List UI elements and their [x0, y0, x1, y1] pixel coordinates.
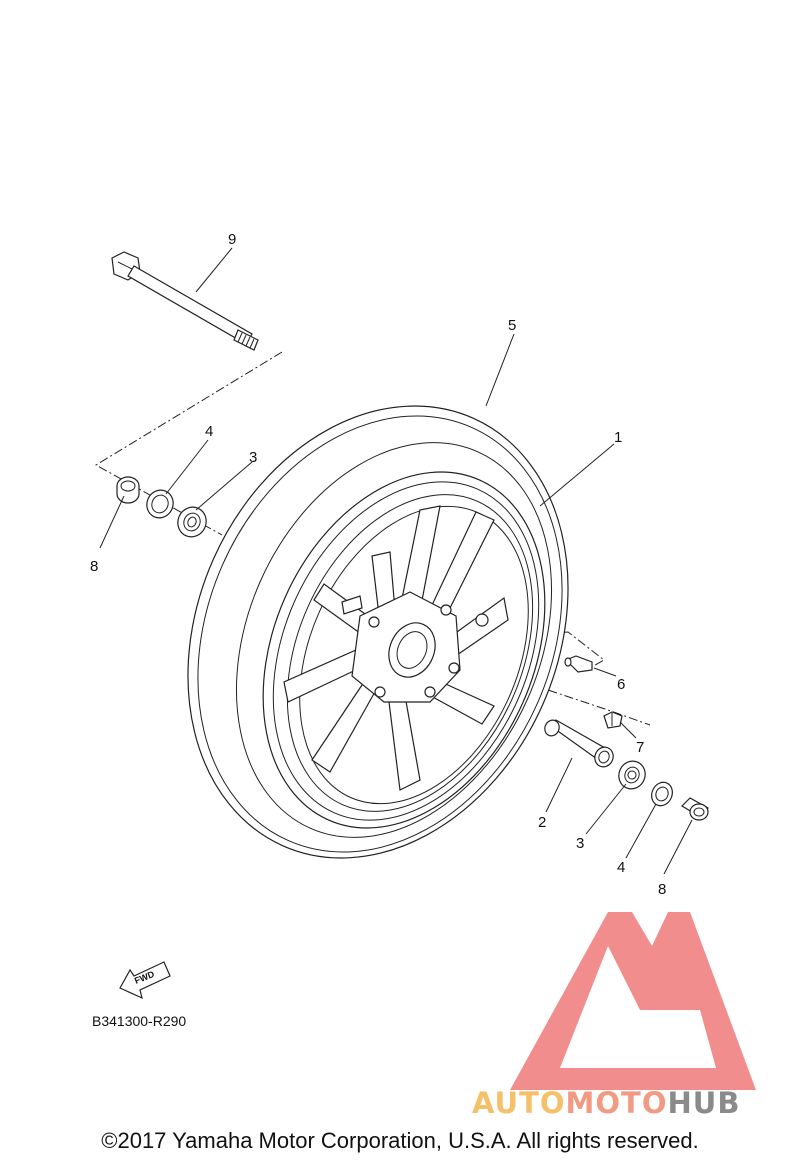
bearing-right	[618, 760, 646, 790]
callout-9: 9	[228, 231, 236, 248]
wheel-hub	[341, 591, 489, 703]
callout-8-right: 8	[658, 881, 666, 898]
diagram-code: B341300-R290	[92, 1013, 186, 1029]
wheel-rim	[262, 471, 546, 829]
callout-4-left: 4	[205, 423, 213, 440]
callout-1: 1	[614, 429, 622, 446]
callout-3-right: 3	[576, 835, 584, 852]
callout-2: 2	[538, 814, 546, 831]
svg-text:AUTOMOTOHUB: AUTOMOTOHUB	[472, 1086, 740, 1120]
watermark-logo-icon	[510, 912, 756, 1090]
callout-5: 5	[508, 317, 516, 334]
oil-seal-left	[146, 489, 174, 519]
callout-7: 7	[636, 739, 644, 756]
watermark-auto: AUTO	[472, 1086, 566, 1120]
axle-bolt	[111, 251, 259, 351]
leader-lines	[99, 247, 693, 875]
valve-stem	[564, 655, 593, 673]
oil-seal-right	[651, 781, 673, 807]
balance-weight	[603, 711, 623, 729]
callout-8-left: 8	[90, 558, 98, 575]
callout-6: 6	[617, 676, 625, 693]
watermark-hub: HUB	[668, 1086, 741, 1120]
forward-arrow-icon: FWD	[119, 961, 171, 1000]
callout-4-right: 4	[617, 859, 625, 876]
watermark-text: AUTOMOTOHUB	[472, 1086, 740, 1120]
spacer-collar	[544, 719, 614, 768]
collar-left	[116, 476, 140, 504]
copyright-notice: ©2017 Yamaha Motor Corporation, U.S.A. A…	[101, 1128, 699, 1153]
bearing-left	[177, 506, 207, 538]
collar-right	[681, 797, 709, 821]
callout-3-left: 3	[249, 449, 257, 466]
watermark-moto: MOTO	[566, 1086, 668, 1120]
